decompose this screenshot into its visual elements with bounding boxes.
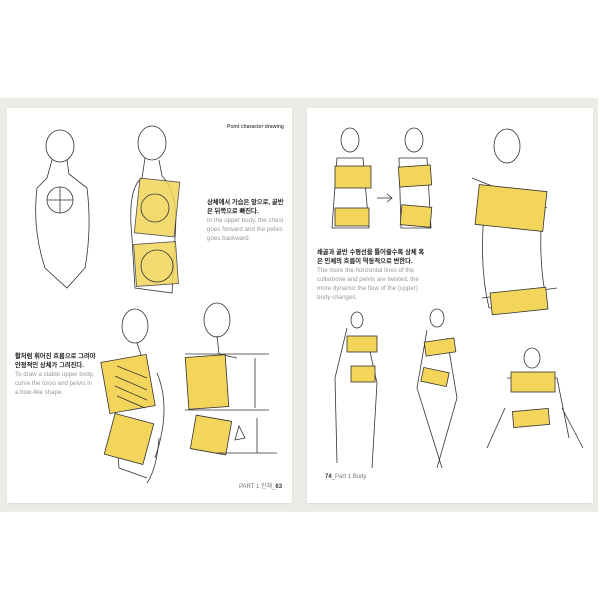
caption-bow-shape: 활처럼 휘어진 흐름으로 그려야 안정적인 상체가 그려진다. To draw …: [15, 352, 97, 397]
folio-prefix: PART 1 인체_: [239, 484, 276, 490]
caption-korean: 쇄골과 골반 수평선을 틀어줄수록 상체 혹은 인체의 흐름이 역동적으로 변한…: [317, 249, 425, 265]
caption-english: The more the horizontal lines of the col…: [317, 267, 419, 301]
running-header: Point character drawing: [227, 124, 284, 130]
folio-number: 74: [325, 474, 332, 480]
caption-korean: 활처럼 휘어진 흐름으로 그려야 안정적인 상체가 그려진다.: [15, 353, 96, 369]
caption-twisted-lines: 쇄골과 골반 수평선을 틀어줄수록 상체 혹은 인체의 흐름이 역동적으로 변한…: [317, 248, 429, 302]
torso-sketches-right: [331, 127, 584, 469]
caption-korean: 상체에서 가슴은 앞으로, 골반은 뒤쪽으로 빠진다.: [207, 199, 284, 215]
caption-english: To draw a stable upper body, curve the t…: [15, 371, 94, 396]
caption-english: In the upper body, the chest goes forwar…: [207, 217, 284, 242]
right-page: 쇄골과 골반 수평선을 틀어줄수록 상체 혹은 인체의 흐름이 역동적으로 변한…: [307, 108, 593, 503]
folio-number: 63: [275, 484, 283, 490]
left-page: Point character drawing 상체에서 가슴은 앞으로, 골반…: [7, 108, 292, 503]
caption-chest-pelvis: 상체에서 가슴은 앞으로, 골반은 뒤쪽으로 빠진다. In the upper…: [207, 198, 287, 243]
page-number-74: 74_Part 1 Body: [325, 474, 366, 480]
torso-sketches-left: [35, 125, 277, 484]
page-number-63: PART 1 인체_63: [239, 481, 282, 490]
folio-suffix: _Part 1 Body: [331, 474, 367, 480]
